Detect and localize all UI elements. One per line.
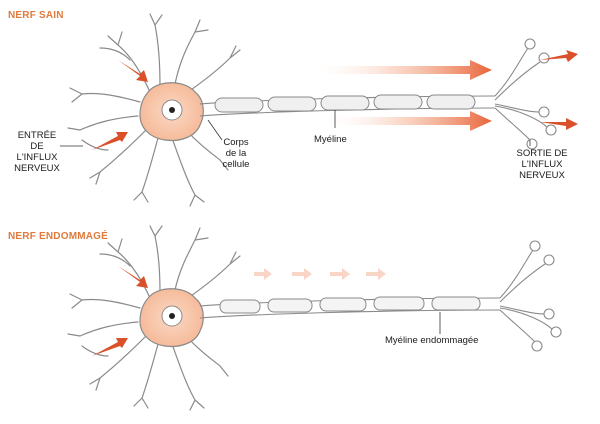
label-cell-body-line3: cellule bbox=[214, 159, 258, 170]
label-cell-body-line2: de la bbox=[214, 148, 258, 159]
label-impulse-output-line2: L'INFLUX bbox=[512, 159, 572, 170]
axon-terminal-bulbs-healthy bbox=[525, 39, 556, 149]
label-impulse-input: ENTRÉE DE L'INFLUX NERVEUX bbox=[12, 130, 62, 174]
label-cell-body-line1: Corps bbox=[214, 137, 258, 148]
neuron-healthy bbox=[60, 14, 578, 206]
label-impulse-output-line1: SORTIE DE bbox=[512, 148, 572, 159]
axon-terminal-bulbs-damaged bbox=[530, 241, 561, 351]
myelin-segments-healthy bbox=[215, 95, 475, 112]
neuron-damaged bbox=[68, 226, 561, 410]
label-impulse-input-line1: ENTRÉE DE bbox=[12, 130, 62, 152]
title-damaged-nerve: NERF ENDOMMAGÉ bbox=[8, 231, 108, 242]
label-cell-body: Corps de la cellule bbox=[214, 137, 258, 170]
pointer-lines-healthy bbox=[60, 110, 530, 146]
label-impulse-output: SORTIE DE L'INFLUX NERVEUX bbox=[512, 148, 572, 181]
label-impulse-output-line3: NERVEUX bbox=[512, 170, 572, 181]
label-impulse-input-line2: L'INFLUX bbox=[12, 152, 62, 163]
weak-signal-arrows-damaged bbox=[254, 268, 386, 280]
label-damaged-myelin: Myéline endommagée bbox=[385, 335, 478, 346]
title-healthy-nerve: NERF SAIN bbox=[8, 10, 64, 21]
label-impulse-input-line3: NERVEUX bbox=[12, 163, 62, 174]
label-myelin: Myéline bbox=[314, 134, 347, 145]
